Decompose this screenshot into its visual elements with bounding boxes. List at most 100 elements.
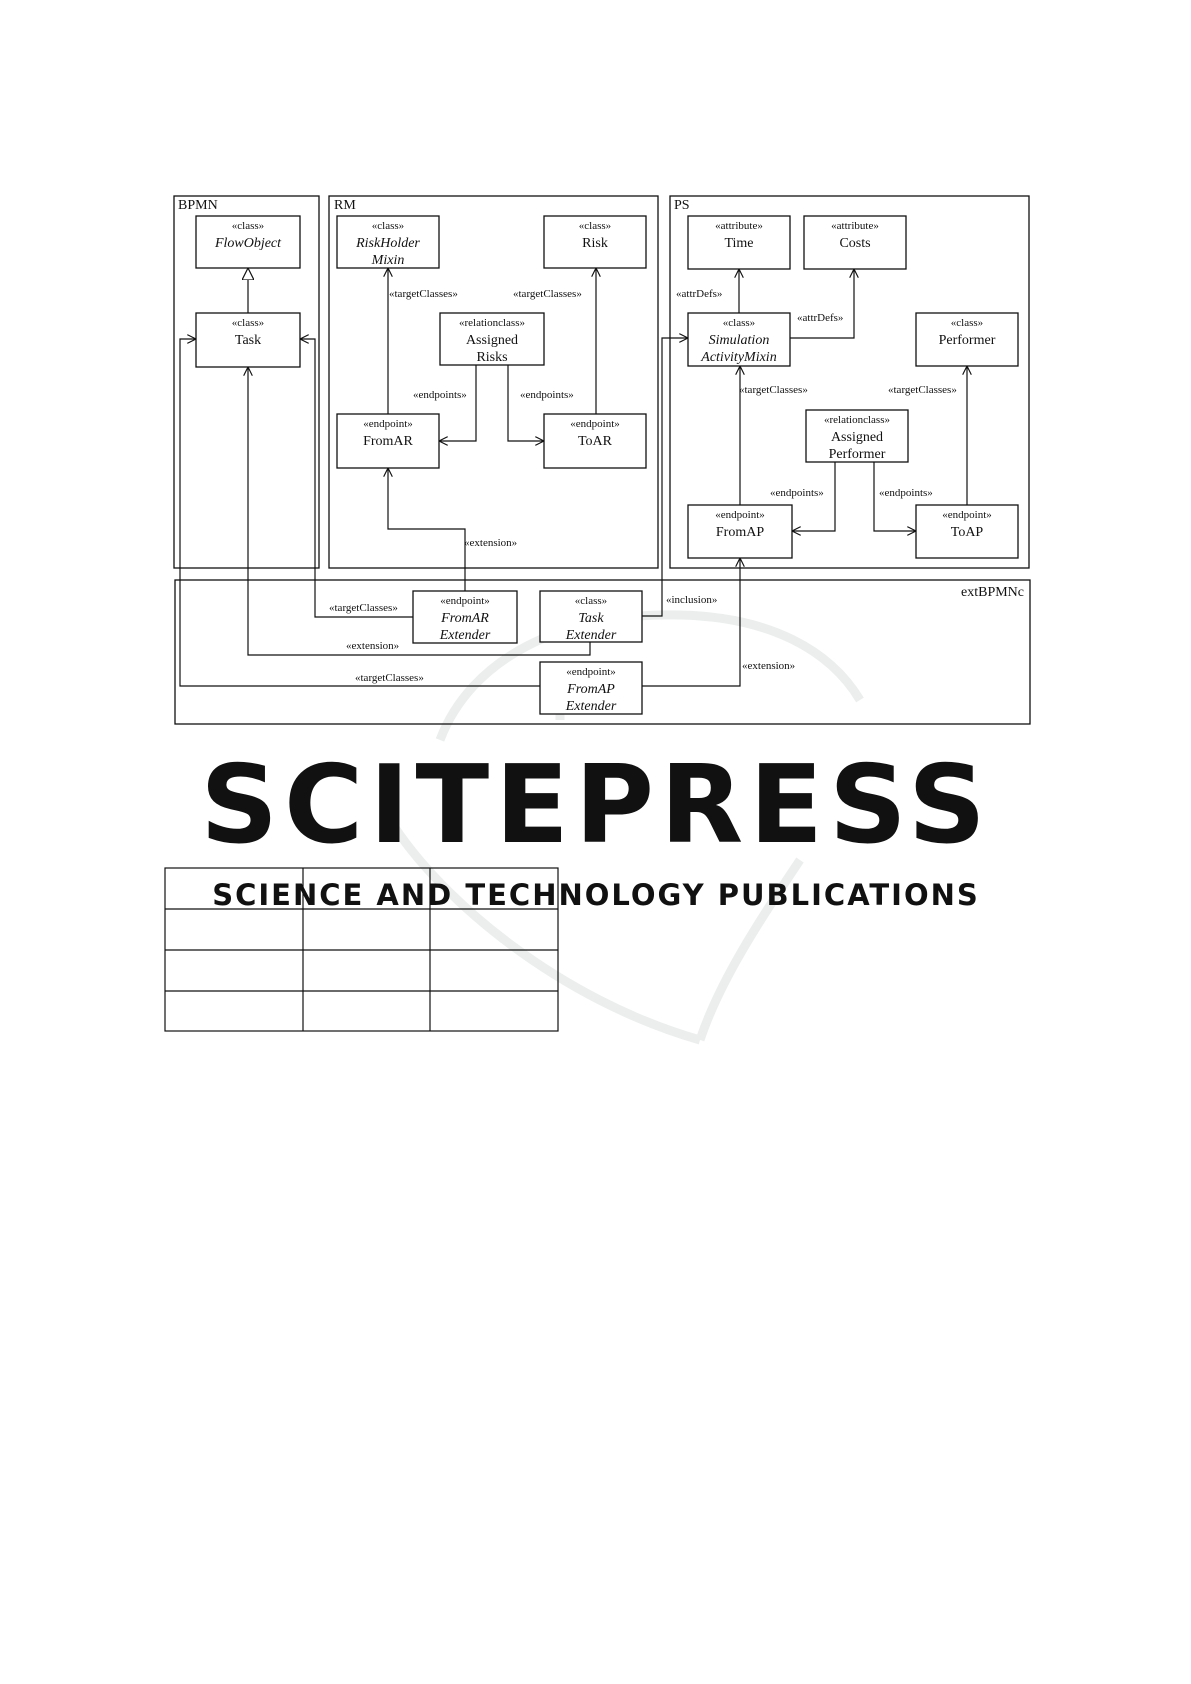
class-box-fromar-stereotype: «endpoint» <box>363 418 413 430</box>
class-box-simulation-name-line: Simulation <box>709 333 770 348</box>
class-box-riskholder-name-line: Mixin <box>371 253 405 268</box>
class-box-assignedrisks-stereotype: «relationclass» <box>459 317 525 329</box>
label-ps-endpoints-left: «endpoints» <box>770 487 824 499</box>
class-box-assignedperformer-name-line: Assigned <box>831 430 883 445</box>
class-box-fromapext-frame <box>539 661 643 715</box>
edge-assignedperformer-toap <box>873 462 916 531</box>
edge-fromarext-targets-task <box>300 339 413 618</box>
class-box-riskholder-stereotype: «class» <box>372 220 404 232</box>
class-box-assignedperformer-stereotype: «relationclass» <box>824 414 890 426</box>
class-box-risk-name-line: Risk <box>582 236 608 251</box>
class-box-fromarext-frame <box>412 590 518 644</box>
class-box-fromap: «endpoint» FromAP <box>687 504 793 559</box>
class-box-fromap-stereotype: «endpoint» <box>715 509 765 521</box>
class-box-toar: «endpoint» ToAR <box>543 413 647 469</box>
class-box-time-frame <box>687 215 791 270</box>
class-box-riskholder-name-line: RiskHolder <box>355 236 420 251</box>
class-box-risk-frame <box>543 215 647 269</box>
edge-taskext-extends-task <box>248 367 591 656</box>
class-box-assignedrisks-frame <box>439 312 545 366</box>
class-box-fromar-name-line: FromAR <box>363 434 413 449</box>
edge-assignedrisks-fromar <box>439 365 477 441</box>
class-box-fromarext-stereotype: «endpoint» <box>440 595 490 607</box>
class-box-costs: «attribute»Costs <box>803 215 907 270</box>
class-box-costs-name-line: Costs <box>839 236 870 251</box>
package-rm: RM <box>328 195 659 569</box>
class-box-costs-frame <box>803 215 907 270</box>
class-box-time: «attribute»Time <box>687 215 791 270</box>
class-box-fromar-frame <box>336 413 440 469</box>
label-ps-target-sim: «targetClasses» <box>739 384 808 396</box>
class-box-toap-frame <box>915 504 1019 559</box>
class-box-taskext-frame <box>539 590 643 643</box>
label-ps-attrdefs-time: «attrDefs» <box>676 288 722 300</box>
class-box-assignedrisks-name-line: Assigned <box>466 333 518 348</box>
class-box-fromapext-name-line: Extender <box>565 699 617 714</box>
edges <box>179 268 967 687</box>
class-box-flowobject-frame <box>195 215 301 269</box>
label-rm-target-right: «targetClasses» <box>513 288 582 300</box>
class-box-task: «class» Task <box>195 312 301 368</box>
class-box-taskext-name-line: Extender <box>565 628 617 643</box>
package-bpmn: BPMN <box>173 195 320 569</box>
package-extbpmnc: extBPMNc <box>174 579 1031 725</box>
class-box-toar-stereotype: «endpoint» <box>570 418 620 430</box>
class-box-performer-stereotype: «class» <box>951 317 983 329</box>
watermark-subtitle: SCIENCE AND TECHNOLOGY PUBLICATIONS <box>212 878 980 912</box>
label-rm-endpoints-left: «endpoints» <box>413 389 467 401</box>
class-box-toap: «endpoint» ToAP <box>915 504 1019 559</box>
edge-fromarext-extends-fromar <box>388 468 466 591</box>
watermark: SCITEPRESS SCIENCE AND TECHNOLOGY PUBLIC… <box>200 610 991 1045</box>
class-box-riskholder-frame <box>336 215 440 269</box>
package-rm-label: RM <box>334 198 356 213</box>
class-box-toap-name-line: ToAP <box>951 525 984 540</box>
class-box-fromar: «endpoint» FromAR <box>336 413 440 469</box>
empty-table <box>164 867 559 1032</box>
class-box-task-name-line: Task <box>235 333 261 348</box>
class-box-task-stereotype: «class» <box>232 317 264 329</box>
edge-labels: «targetClasses» «targetClasses» «endpoin… <box>329 288 957 684</box>
class-box-task-frame <box>195 312 301 368</box>
class-box-time-stereotype: «attribute» <box>715 220 763 232</box>
watermark-title: SCITEPRESS <box>200 743 991 868</box>
class-box-performer: «class» Performer <box>915 312 1019 367</box>
package-ps-label: PS <box>674 198 690 213</box>
label-ext-extension-task: «extension» <box>346 640 399 652</box>
edge-taskext-inclusion-simulation <box>642 338 688 617</box>
edge-fromapext-targets-task <box>179 339 540 687</box>
edge-assignedrisks-toar <box>507 365 544 441</box>
label-rm-extension: «extension» <box>464 537 517 549</box>
package-ps: PS <box>669 195 1030 569</box>
class-box-fromarext-name-line: FromAR <box>440 611 489 626</box>
package-extbpmnc-label: extBPMNc <box>961 585 1024 600</box>
class-box-assignedperformer-frame <box>805 409 909 463</box>
class-box-performer-frame <box>915 312 1019 367</box>
class-box-taskext-stereotype: «class» <box>575 595 607 607</box>
class-box-flowobject-name-line: FlowObject <box>214 236 282 251</box>
class-box-fromap-name-line: FromAP <box>716 525 764 540</box>
class-box-flowobject-stereotype: «class» <box>232 220 264 232</box>
class-box-toar-name-line: ToAR <box>578 434 613 449</box>
watermark-logo-shape <box>386 610 864 1045</box>
class-boxes: «class» FlowObject «class» Task «class» RiskH… <box>195 215 1019 715</box>
class-box-toap-stereotype: «endpoint» <box>942 509 992 521</box>
class-box-flowobject: «class» FlowObject <box>195 215 301 269</box>
class-box-assignedrisks-name-line: Risks <box>476 350 507 365</box>
label-ps-endpoints-right: «endpoints» <box>879 487 933 499</box>
edge-simulation-attrdefs-costs <box>790 269 854 339</box>
class-box-taskext-name-line: Task <box>578 611 604 626</box>
label-ext-inclusion: «inclusion» <box>666 594 717 606</box>
class-box-simulation-frame <box>687 312 791 367</box>
label-ext-extension-fromap: «extension» <box>742 660 795 672</box>
label-rm-endpoints-right: «endpoints» <box>520 389 574 401</box>
class-box-risk: «class»Risk <box>543 215 647 269</box>
class-box-performer-name-line: Performer <box>939 333 996 348</box>
class-box-toar-frame <box>543 413 647 469</box>
